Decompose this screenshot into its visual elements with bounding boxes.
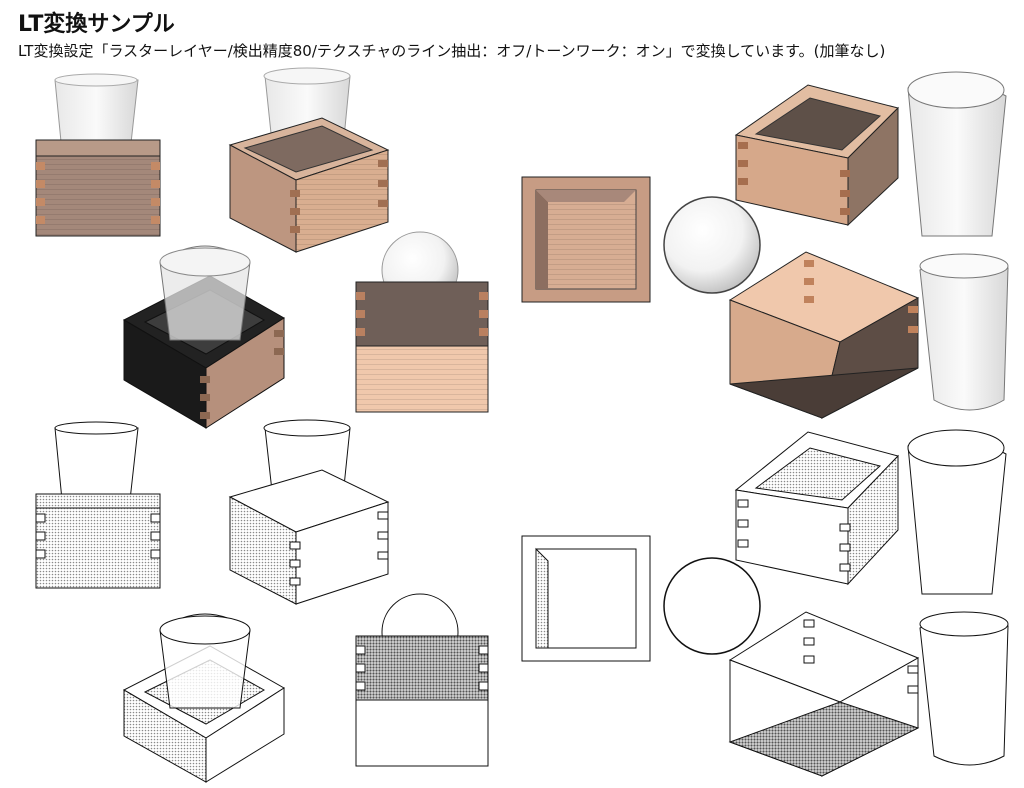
masu-glass-perspective-lt	[228, 419, 390, 605]
glass-lt	[907, 429, 1007, 595]
page-title: LT変換サンプル	[18, 12, 175, 37]
masu-bottom-view-lt	[728, 611, 920, 777]
masu-top-flat-lt	[521, 535, 651, 662]
masu-glass-top-lt	[122, 613, 285, 783]
sphere-color	[663, 196, 761, 294]
sphere-lt	[663, 557, 761, 655]
glass-color	[907, 71, 1007, 237]
masu-sphere-back-lt	[355, 593, 489, 767]
masu-glass-front	[35, 73, 161, 237]
masu-glass-perspective	[228, 67, 390, 253]
masu-open-right-lt	[734, 431, 899, 586]
glass-color-tilted	[919, 253, 1009, 411]
page-subtitle: LT変換設定「ラスターレイヤー/検出精度80/テクスチャのライン抽出：オフ/トー…	[18, 42, 886, 60]
glass-lt-tilted	[919, 611, 1009, 766]
masu-glass-front-lt	[35, 421, 161, 589]
masu-open-right	[734, 84, 899, 227]
masu-glass-top-dark	[122, 245, 285, 429]
masu-top-flat	[521, 176, 651, 303]
masu-bottom-view	[728, 251, 920, 419]
masu-sphere-back	[355, 231, 489, 413]
